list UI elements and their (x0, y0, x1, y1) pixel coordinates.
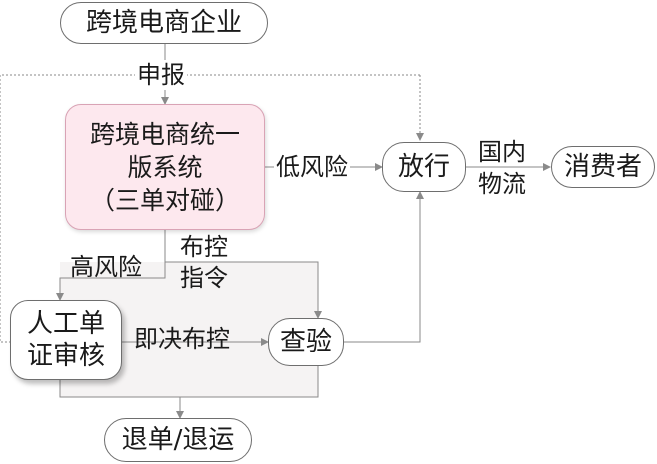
node-main-line-3: （三单对碰） (89, 185, 240, 215)
arrow-high-risk (56, 230, 166, 301)
node-inspection-label: 查验 (279, 327, 332, 357)
node-return-label: 退单/退运 (121, 425, 235, 455)
node-main-system: 跨境电商统一 版系统 （三单对碰） (65, 104, 265, 230)
label-logistics-line-2: 物流 (478, 170, 526, 198)
node-enterprise: 跨境电商企业 (60, 2, 268, 44)
label-control-line-2: 指令 (180, 264, 228, 292)
label-low-risk: 低风险 (274, 152, 350, 182)
dotted-loop-line (0, 74, 420, 343)
label-logistics-line-1: 国内 (478, 138, 526, 166)
label-immediate-control: 即决布控 (134, 325, 230, 353)
node-main-line-1: 跨境电商统一 (89, 119, 240, 149)
node-return: 退单/退运 (104, 418, 252, 462)
label-high-risk: 高风险 (70, 253, 142, 281)
node-enterprise-label: 跨境电商企业 (85, 8, 242, 38)
node-manual-review: 人工单 证审核 (10, 300, 122, 380)
node-inspection: 查验 (268, 318, 344, 366)
label-control-line-1: 布控 (180, 233, 228, 261)
return-collector-line (59, 366, 319, 398)
node-consumer: 消费者 (551, 146, 655, 188)
node-main-line-2: 版系统 (127, 152, 203, 182)
node-review-line-1: 人工单 (26, 309, 105, 339)
arrow-control-instruction (165, 261, 322, 319)
node-review-line-2: 证审核 (26, 341, 105, 371)
label-control-instruction: 布控 指令 (180, 232, 228, 294)
label-declare: 申报 (135, 60, 187, 90)
label-domestic-logistics: 国内 物流 (478, 136, 526, 200)
arrow-inspection-release (344, 191, 424, 343)
node-release: 放行 (382, 142, 466, 192)
node-release-label: 放行 (397, 152, 450, 182)
node-consumer-label: 消费者 (563, 152, 642, 182)
